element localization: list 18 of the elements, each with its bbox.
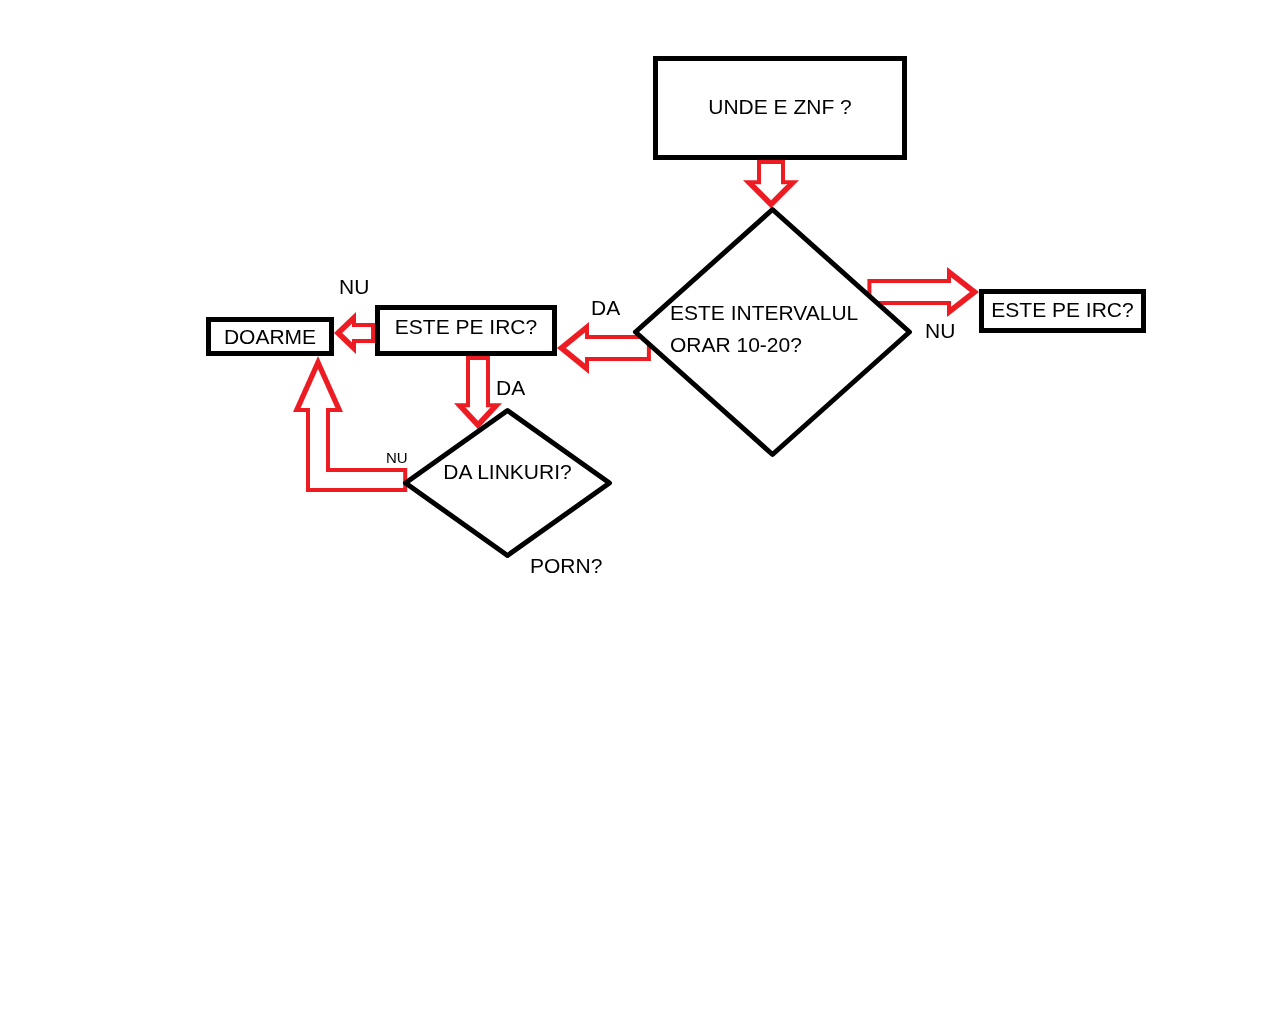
box-label: ESTE PE IRC?	[394, 313, 538, 340]
process-box	[375, 305, 557, 356]
hollow-arrow	[334, 312, 375, 354]
side-label: PORN?	[530, 553, 603, 579]
hollow-arrow	[557, 322, 651, 374]
process-box	[653, 56, 907, 160]
decision-diamond	[633, 207, 912, 457]
question-text: ESTE INTERVALUL ORAR 10-20?	[670, 300, 859, 358]
hollow-arrow	[867, 267, 979, 317]
box-label: UNDE E ZNF ?	[708, 94, 852, 120]
hollow-arrow	[743, 160, 799, 209]
hollow-arrow	[293, 356, 408, 492]
hollow-arrow	[454, 356, 502, 430]
process-box	[979, 289, 1146, 333]
box-label: DOARME	[223, 323, 317, 350]
box-label: ESTE PE IRC?	[991, 296, 1134, 323]
question-text: DA LINKURI?	[443, 459, 572, 485]
process-box	[206, 317, 334, 356]
